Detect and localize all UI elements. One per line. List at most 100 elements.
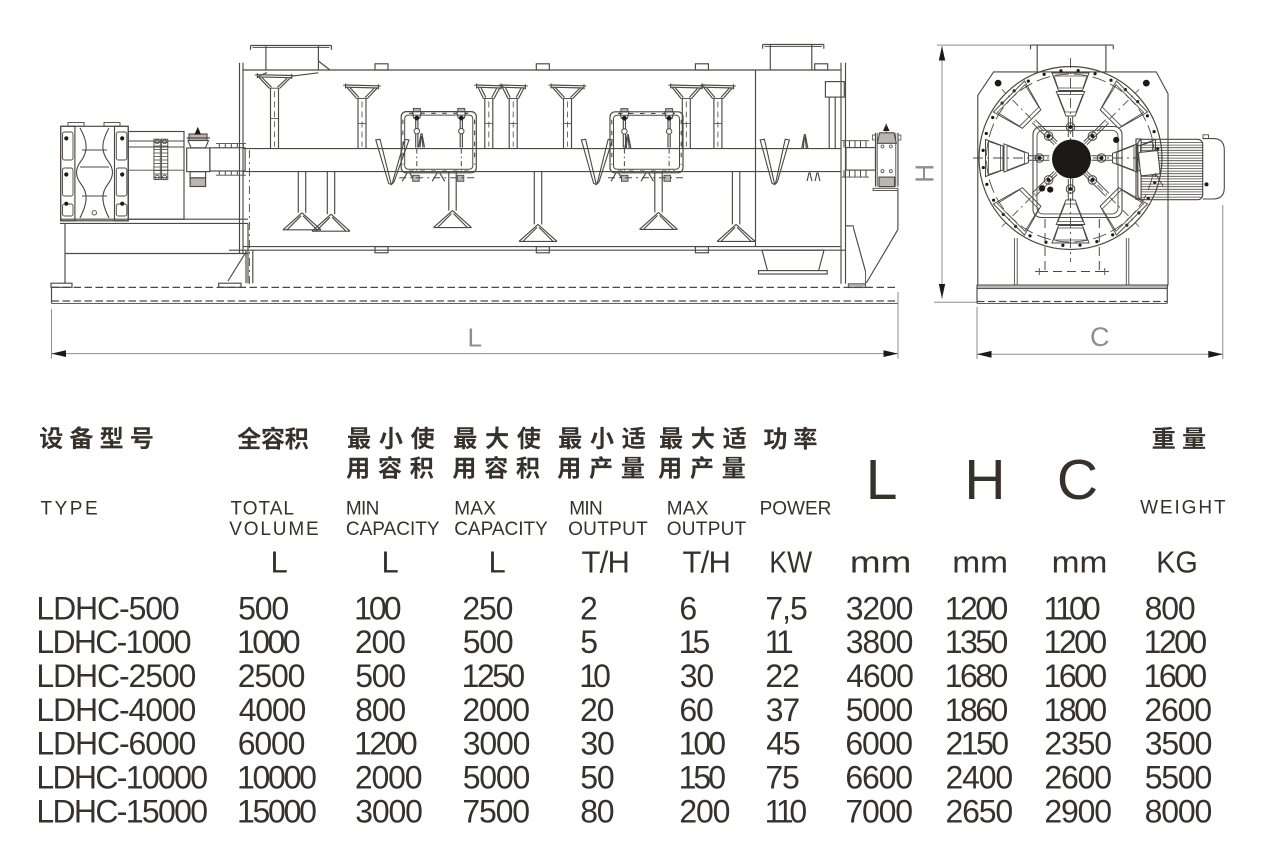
svg-text:POWER: POWER <box>760 498 832 519</box>
svg-text:1000: 1000 <box>237 624 300 660</box>
svg-text:LDHC-15000: LDHC-15000 <box>36 793 207 829</box>
svg-text:500: 500 <box>238 590 288 626</box>
svg-text:5: 5 <box>580 624 598 660</box>
svg-text:T/H: T/H <box>683 545 731 580</box>
svg-text:1860: 1860 <box>945 692 1008 728</box>
svg-text:7500: 7500 <box>462 793 529 829</box>
svg-text:15000: 15000 <box>237 793 316 829</box>
svg-text:4600: 4600 <box>846 658 913 694</box>
svg-text:LDHC-4000: LDHC-4000 <box>36 692 195 728</box>
svg-text:L: L <box>866 448 898 512</box>
svg-text:1800: 1800 <box>1044 692 1107 728</box>
svg-text:50: 50 <box>580 760 614 796</box>
svg-text:37: 37 <box>766 692 800 728</box>
svg-text:100: 100 <box>354 590 401 626</box>
svg-text:CAPACITY: CAPACITY <box>454 519 548 540</box>
svg-text:LDHC-1000: LDHC-1000 <box>36 624 190 660</box>
svg-text:KG: KG <box>1156 546 1198 580</box>
svg-text:T/H: T/H <box>582 545 630 580</box>
svg-text:10: 10 <box>579 658 610 694</box>
svg-text:150: 150 <box>679 760 726 796</box>
svg-text:1200: 1200 <box>945 590 1008 626</box>
svg-text:3000: 3000 <box>355 793 422 829</box>
svg-text:H: H <box>964 448 1005 512</box>
svg-text:1600: 1600 <box>1044 658 1107 694</box>
svg-text:L: L <box>468 322 482 352</box>
svg-text:MIN: MIN <box>346 498 379 519</box>
svg-text:10000: 10000 <box>237 760 316 796</box>
svg-text:2150: 2150 <box>946 726 1009 762</box>
svg-text:CAPACITY: CAPACITY <box>346 519 440 540</box>
svg-text:20: 20 <box>580 692 614 728</box>
svg-text:2600: 2600 <box>1044 760 1111 796</box>
svg-text:KW: KW <box>769 546 812 580</box>
svg-text:6: 6 <box>679 590 697 626</box>
svg-text:500: 500 <box>463 624 513 660</box>
svg-text:LDHC-500: LDHC-500 <box>36 590 179 626</box>
svg-text:250: 250 <box>462 590 512 626</box>
svg-text:TOTAL: TOTAL <box>231 498 295 519</box>
svg-text:MAX: MAX <box>454 498 496 519</box>
svg-text:7000: 7000 <box>845 793 912 829</box>
svg-text:WEIGHT: WEIGHT <box>1140 498 1227 519</box>
svg-text:1200: 1200 <box>1144 624 1207 660</box>
svg-text:1200: 1200 <box>354 726 417 762</box>
svg-text:15: 15 <box>679 624 710 660</box>
svg-text:LDHC-10000: LDHC-10000 <box>36 760 207 796</box>
svg-text:1350: 1350 <box>945 624 1008 660</box>
svg-text:100: 100 <box>679 726 726 762</box>
svg-text:2000: 2000 <box>355 760 422 796</box>
svg-text:4000: 4000 <box>239 692 306 728</box>
svg-text:mm: mm <box>952 545 1008 580</box>
svg-text:110: 110 <box>765 793 807 829</box>
svg-text:2600: 2600 <box>1144 692 1211 728</box>
svg-text:3200: 3200 <box>846 590 913 626</box>
svg-text:800: 800 <box>1145 590 1195 626</box>
svg-text:OUTPUT: OUTPUT <box>568 519 648 540</box>
svg-text:2400: 2400 <box>946 760 1013 796</box>
svg-text:C: C <box>1057 448 1098 512</box>
svg-text:11: 11 <box>765 624 793 660</box>
svg-text:30: 30 <box>680 658 714 694</box>
svg-text:80: 80 <box>580 793 614 829</box>
svg-text:OUTPUT: OUTPUT <box>667 519 747 540</box>
svg-text:H: H <box>910 164 940 183</box>
svg-text:MIN: MIN <box>569 498 602 519</box>
svg-text:2350: 2350 <box>1044 726 1111 762</box>
svg-text:L: L <box>271 545 288 580</box>
svg-text:1250: 1250 <box>462 658 525 694</box>
svg-text:6000: 6000 <box>238 726 305 762</box>
svg-text:6000: 6000 <box>845 726 912 762</box>
svg-text:60: 60 <box>679 692 713 728</box>
svg-text:1200: 1200 <box>1044 624 1107 660</box>
svg-text:MAX: MAX <box>667 498 709 519</box>
svg-text:45: 45 <box>766 726 800 762</box>
svg-text:200: 200 <box>355 624 405 660</box>
svg-text:800: 800 <box>355 692 405 728</box>
svg-text:L: L <box>489 545 506 580</box>
svg-text:5500: 5500 <box>1145 760 1212 796</box>
svg-text:TYPE: TYPE <box>41 498 101 519</box>
svg-text:1680: 1680 <box>945 658 1008 694</box>
svg-text:2900: 2900 <box>1044 793 1111 829</box>
svg-text:2500: 2500 <box>238 658 305 694</box>
svg-text:8000: 8000 <box>1145 793 1212 829</box>
svg-text:LDHC-2500: LDHC-2500 <box>36 658 195 694</box>
svg-text:mm: mm <box>850 545 911 580</box>
svg-text:75: 75 <box>765 760 799 796</box>
svg-text:6600: 6600 <box>845 760 912 796</box>
svg-text:200: 200 <box>679 793 729 829</box>
svg-text:LDHC-6000: LDHC-6000 <box>36 726 195 762</box>
svg-text:30: 30 <box>580 726 614 762</box>
svg-text:3500: 3500 <box>1145 726 1212 762</box>
svg-text:C: C <box>1090 322 1110 352</box>
svg-text:2: 2 <box>580 590 598 626</box>
svg-text:3800: 3800 <box>846 624 913 660</box>
svg-text:5000: 5000 <box>846 692 913 728</box>
svg-text:2650: 2650 <box>946 793 1013 829</box>
svg-text:7,5: 7,5 <box>765 590 807 626</box>
svg-text:VOLUME: VOLUME <box>229 519 320 540</box>
svg-text:L: L <box>382 545 399 580</box>
svg-text:5000: 5000 <box>463 760 530 796</box>
svg-text:1600: 1600 <box>1144 658 1207 694</box>
